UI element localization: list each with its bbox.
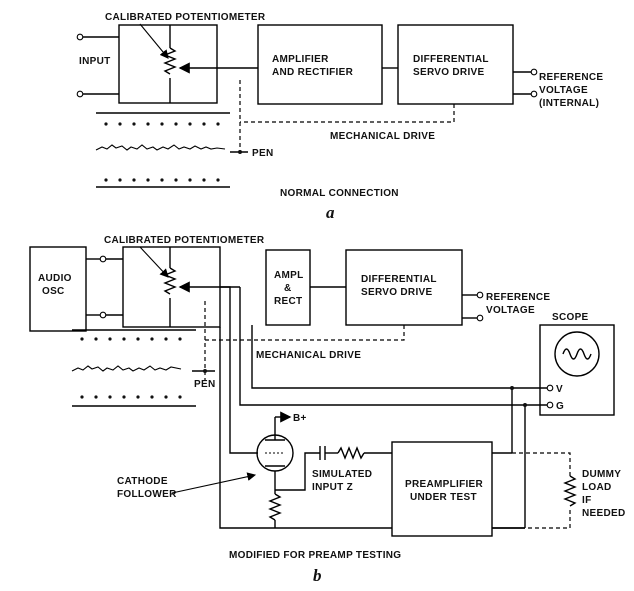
servo-label-a-line1: DIFFERENTIAL bbox=[413, 54, 489, 65]
scope-label: SCOPE bbox=[552, 312, 589, 323]
scope-screen bbox=[554, 331, 600, 377]
osc-label-line2: OSC bbox=[42, 286, 65, 297]
mech-drive-dashed-a bbox=[239, 80, 455, 152]
servo-drive-box-a bbox=[397, 24, 514, 105]
dummy-label-line2: LOAD bbox=[582, 482, 612, 493]
ampl-label-line3: RECT bbox=[274, 296, 302, 307]
chart-dots-top-b bbox=[80, 337, 182, 341]
osc-label-line1: AUDIO bbox=[38, 273, 72, 284]
servo-label-b-line1: DIFFERENTIAL bbox=[361, 274, 437, 285]
pen-label-a: PEN bbox=[252, 148, 273, 159]
preamp-label-line2: UNDER TEST bbox=[410, 492, 477, 503]
pen-trace-b bbox=[71, 365, 182, 372]
dummy-label-line4: NEEDED bbox=[582, 508, 625, 519]
wire-cathode-to-sim bbox=[275, 452, 320, 491]
wire-pot-to-grid bbox=[220, 286, 258, 454]
simulated-input-resistor bbox=[337, 446, 365, 460]
v-label: V bbox=[556, 384, 563, 395]
input-label: INPUT bbox=[79, 56, 111, 67]
dummy-label-line3: IF bbox=[582, 495, 592, 506]
pen-trace-a bbox=[95, 144, 226, 151]
amp-label-line2: AND RECTIFIER bbox=[272, 67, 354, 78]
cf-label-line2: FOLLOWER bbox=[117, 489, 177, 500]
audio-osc-box bbox=[29, 246, 87, 332]
ref-label-a-line2: VOLTAGE bbox=[539, 85, 588, 96]
preamp-label-line1: PREAMPLIFIER bbox=[405, 479, 484, 490]
sim-label-line1: SIMULATED bbox=[312, 469, 372, 480]
cathode-resistor bbox=[268, 493, 282, 521]
part-a: INPUT CALIBRATED POTENTIOMETER AMPLIFIER… bbox=[76, 12, 603, 222]
caption-b: MODIFIED FOR PREAMP TESTING bbox=[229, 550, 401, 561]
ampl-rect-box bbox=[265, 249, 311, 326]
servo-drive-box-b bbox=[345, 249, 463, 326]
ref-label-b-line2: VOLTAGE bbox=[486, 305, 535, 316]
scope-box bbox=[539, 324, 615, 416]
ref-terminal-a1 bbox=[530, 68, 538, 76]
amplifier-rectifier-box bbox=[257, 24, 383, 105]
dummy-load-resistor bbox=[563, 475, 577, 507]
input-terminal-bottom bbox=[76, 90, 84, 98]
preamplifier-box bbox=[391, 441, 493, 537]
servo-label-a-line2: SERVO DRIVE bbox=[413, 67, 484, 78]
wire-amp-to-scope-v bbox=[251, 325, 547, 389]
cf-label-line1: CATHODE bbox=[117, 476, 168, 487]
pen-label-b: PEN bbox=[194, 379, 215, 390]
mech-label-b: MECHANICAL DRIVE bbox=[256, 350, 361, 361]
part-b: AUDIO OSC CALIBRATED POTENTIOMETER AMPL … bbox=[29, 235, 625, 585]
g-label: G bbox=[556, 401, 564, 412]
ref-label-b-line1: REFERENCE bbox=[486, 292, 550, 303]
letter-b: b bbox=[313, 566, 322, 585]
dummy-label-line1: DUMMY bbox=[582, 469, 621, 480]
wire-to-scope-g bbox=[239, 287, 547, 406]
ampl-label-line2: & bbox=[284, 283, 292, 294]
pot-label-b: CALIBRATED POTENTIOMETER bbox=[104, 235, 265, 246]
amp-label-line1: AMPLIFIER bbox=[272, 54, 329, 65]
mech-label-a: MECHANICAL DRIVE bbox=[330, 131, 435, 142]
caption-a: NORMAL CONNECTION bbox=[280, 188, 399, 199]
bplus-label: B+ bbox=[293, 413, 307, 424]
dummy-load-dashed bbox=[512, 452, 571, 529]
mech-drive-dashed-b bbox=[204, 300, 405, 380]
sim-label-line2: INPUT Z bbox=[312, 482, 353, 493]
ampl-label-line1: AMPL bbox=[274, 270, 304, 281]
input-terminal-top bbox=[76, 33, 84, 41]
sine-wave-icon bbox=[562, 348, 592, 360]
ref-label-a-line3: (INTERNAL) bbox=[539, 98, 599, 109]
chart-dots-bottom-b bbox=[80, 395, 182, 399]
pot-resistor-a bbox=[163, 47, 177, 75]
letter-a: a bbox=[326, 203, 335, 222]
ref-terminal-a2 bbox=[530, 90, 538, 98]
ref-label-a-line1: REFERENCE bbox=[539, 72, 603, 83]
chart-dots-bottom-a bbox=[104, 178, 220, 182]
chart-dots-top-a bbox=[104, 122, 220, 126]
pot-resistor-b bbox=[163, 267, 177, 295]
pot-label-a: CALIBRATED POTENTIOMETER bbox=[105, 12, 266, 23]
servo-label-b-line2: SERVO DRIVE bbox=[361, 287, 432, 298]
